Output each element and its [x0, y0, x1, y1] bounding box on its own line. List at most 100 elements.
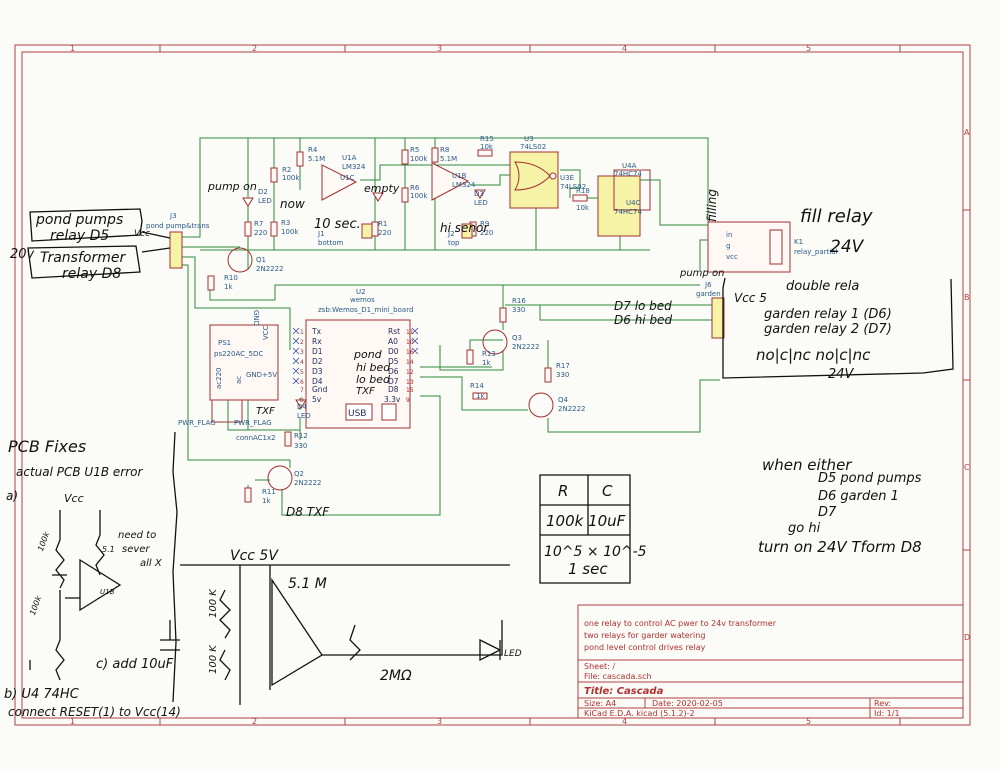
note-pcb-fixes: PCB Fixes	[8, 437, 86, 456]
pin-num: 1	[300, 329, 304, 336]
wemos-pin: Gnd	[312, 385, 328, 394]
j2-ref: J2	[447, 230, 455, 238]
note-5-1m: 5.1 M	[288, 576, 327, 592]
q2-val: 2N2222	[294, 479, 322, 487]
handwritten-ink	[27, 208, 954, 705]
leds	[242, 189, 486, 409]
note-pump-on-2: pump on	[679, 268, 724, 279]
pwr-flag-2: PWR_FLAG	[234, 419, 272, 427]
note-24v-b: 24V	[828, 367, 855, 382]
pin-num: 4	[300, 359, 304, 366]
r6-val: 100k	[410, 192, 428, 200]
col-label: 1	[70, 44, 75, 53]
u4a-val: 74HC74	[614, 170, 643, 178]
pin-num: 6	[300, 379, 304, 386]
note-vcc-left: Vcc	[134, 229, 150, 239]
transistors	[227, 247, 554, 491]
pwr-flag-1: PWR_FLAG	[178, 419, 216, 427]
note-garden-relay-1: garden relay 1 (D6)	[764, 307, 892, 322]
col-label: 5	[806, 717, 811, 726]
j3-val: pond pump&trans	[146, 222, 210, 230]
title-desc: two relays for garder watering	[584, 631, 705, 640]
u3e-val: 74LS02	[560, 183, 586, 191]
u2-ref: U2	[356, 288, 366, 296]
note-filling: filling	[705, 189, 719, 222]
u1a-ref: U1A	[342, 154, 357, 162]
d3-val: LED	[474, 199, 488, 207]
connectors	[169, 223, 725, 339]
note-txf: TXF	[356, 386, 375, 397]
r7-val: 220	[254, 229, 267, 237]
note-vcc-a: Vcc	[64, 492, 84, 505]
col-label: 5	[806, 44, 811, 53]
note-20v: 20v	[10, 247, 35, 262]
wemos-pin: A0	[388, 337, 398, 346]
r12-val: 330	[294, 442, 307, 450]
note-vcc5v: Vcc 5V	[230, 548, 279, 564]
note-100k-c: 100 K	[208, 588, 219, 618]
title-kicad: KiCad E.D.A. kicad (5.1.2)-2	[584, 709, 695, 718]
r13-ref: R13	[482, 350, 496, 358]
pin-num: 11	[406, 329, 414, 336]
wemos-board	[305, 319, 411, 429]
col-label: 4	[622, 717, 627, 726]
wemos-usb: USB	[348, 409, 366, 419]
d2-ref: D2	[258, 188, 268, 196]
note-garden-relay-2: garden relay 2 (D7)	[764, 322, 892, 337]
title-rev: Rev:	[874, 699, 891, 708]
col-label: 2	[252, 44, 257, 53]
r13-val: 1k	[482, 359, 491, 367]
r3-val: 100k	[281, 228, 299, 236]
title-size: Size: A4	[584, 699, 616, 708]
r10-ref: R10	[224, 274, 238, 282]
title-desc: one relay to control AC pwer to 24v tran…	[584, 619, 777, 628]
vcc-label: VCC	[262, 325, 270, 340]
u2-lib: zsb:Wemos_D1_mini_board	[318, 306, 413, 314]
r5-ref: R5	[410, 146, 419, 154]
d4-val: LED	[297, 412, 311, 420]
r10-val: 1k	[224, 283, 233, 291]
note-fill-relay: fill relay	[800, 206, 873, 227]
title-id: Id: 1/1	[874, 709, 900, 718]
q4-ref: Q4	[558, 396, 569, 404]
title-file: File: cascada.sch	[584, 672, 652, 681]
pin-num: 10	[406, 339, 414, 346]
wemos-pin: Rx	[312, 337, 322, 346]
wemos-pin: D6	[388, 367, 399, 376]
ps1-val: ps220AC_5DC	[214, 350, 263, 358]
note-turn-on: turn on 24V Tform D8	[758, 538, 922, 556]
note-empty: empty	[364, 182, 400, 195]
r8-val: 5.1M	[440, 155, 457, 163]
r14-ref: R14	[470, 382, 484, 390]
r15-ref: R15	[480, 135, 494, 143]
ps1-ref: PS1	[218, 339, 231, 347]
r8-ref: R8	[440, 146, 449, 154]
title-date: Date: 2020-02-05	[652, 699, 723, 708]
note-c-add: c) add 10uF	[96, 657, 174, 672]
r1-ref: R1	[378, 220, 387, 228]
u1b-val: LM324	[452, 181, 476, 189]
resistors	[207, 147, 588, 503]
j1-val: bottom	[318, 239, 343, 247]
title-name: Title: Cascada	[584, 686, 664, 697]
r9-val: 220	[480, 229, 493, 237]
note-lo-bed: lo bed	[356, 373, 391, 386]
r11-ref: R11	[262, 488, 276, 496]
note-a: a)	[6, 489, 18, 503]
logic-gates	[509, 151, 651, 237]
col-label: 3	[437, 44, 442, 53]
q1-val: 2N2222	[256, 265, 284, 273]
note-24v: 24V	[830, 237, 865, 257]
pin-num: 14	[406, 359, 414, 366]
pin-num: 2	[300, 339, 304, 346]
note-d8-txf: D8 TXF	[286, 505, 330, 519]
k1-pin-vcc: vcc	[726, 253, 738, 261]
note-sever: sever	[122, 544, 150, 555]
note-when-either: when either	[762, 456, 852, 474]
j6-val: garden	[696, 290, 721, 298]
r4-ref: R4	[308, 146, 318, 154]
note-relay-d5: relay D5	[50, 228, 109, 244]
u3-val: 74LS02	[520, 143, 546, 151]
r11-val: 1k	[262, 497, 271, 505]
note-need-to: need to	[118, 530, 156, 541]
